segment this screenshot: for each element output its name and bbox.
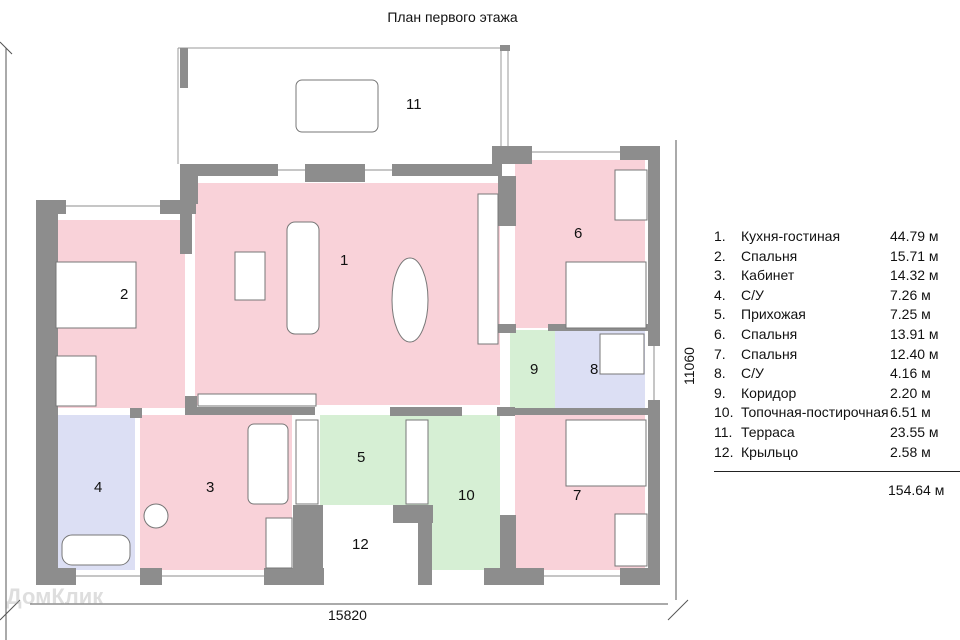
dimension-lines [0, 41, 689, 640]
legend-room-name: Кабинет [741, 267, 795, 284]
width-dimension: 15820 [328, 607, 367, 623]
kitchen-table [391, 257, 429, 343]
desk-2 [55, 355, 97, 407]
desk-3 [265, 517, 293, 569]
room-label-8: 8 [590, 361, 598, 378]
legend-room-name: Топочная-постирочная [741, 404, 889, 421]
legend-row: 10. Топочная-постирочная 6.51 м [714, 403, 960, 423]
legend-room-area: 6.51 м [890, 404, 931, 421]
legend-room-name: Кухня-гостиная [741, 228, 841, 244]
room-labels: 1 2 3 4 5 6 7 8 9 10 11 12 [94, 96, 598, 553]
total-area: 154.64 м [888, 482, 945, 498]
furniture [55, 79, 648, 569]
bed-6 [565, 261, 647, 329]
legend-room-area: 4.16 м [890, 365, 931, 382]
room-label-4: 4 [94, 479, 102, 496]
legend-row: 2. Спальня 15.71 м [714, 247, 960, 267]
legend-room-name: Крыльцо [741, 443, 799, 460]
legend-row: 3. Кабинет 14.32 м [714, 266, 960, 286]
legend-room-area: 7.25 м [890, 306, 931, 323]
wardrobe-5b [405, 419, 429, 505]
room-label-6: 6 [574, 225, 582, 242]
tv-unit [234, 251, 266, 301]
dining-table [295, 79, 379, 133]
legend-row: 12. Крыльцо 2.58 м [714, 443, 960, 463]
legend-number: 1. [714, 228, 726, 244]
legend-row: 5. Прихожая 7.25 м [714, 305, 960, 325]
room-fills [55, 160, 645, 570]
legend-room-area: 23.55 м [890, 423, 939, 440]
height-dimension: 11060 [681, 347, 697, 385]
legend-number: 4. [714, 286, 726, 303]
kitchen-counter [477, 193, 499, 345]
legend-room-name: Спальня [741, 325, 798, 342]
room-label-7: 7 [573, 487, 581, 504]
long-cabinet [197, 393, 317, 407]
plan-title: План первого этажа [387, 9, 518, 25]
room-label-2: 2 [120, 286, 128, 303]
legend-room-name: Спальня [741, 247, 798, 264]
legend-number: 8. [714, 365, 726, 382]
legend-number: 12. [714, 443, 734, 460]
armchair-3 [247, 423, 289, 505]
legend-room-name: Коридор [741, 384, 797, 401]
legend-divider [714, 471, 960, 472]
legend-room-area: 15.71 м [890, 247, 939, 264]
legend-room-area: 12.40 м [890, 345, 939, 362]
wardrobe-5a [295, 419, 319, 505]
legend-number: 7. [714, 345, 726, 362]
room-label-5: 5 [357, 449, 365, 466]
round-table-3 [143, 503, 169, 529]
terrace [177, 45, 510, 164]
legend-room-name: Прихожая [741, 306, 806, 323]
shower [599, 333, 645, 375]
legend-room-name: С/У [741, 286, 764, 303]
desk-6 [614, 169, 648, 221]
legend-number: 10. [714, 404, 734, 421]
room-legend: 1. Кухня-гостиная 44.79 м 2. Спальня 15.… [714, 227, 960, 462]
legend-number: 2. [714, 247, 726, 264]
room-label-11: 11 [406, 96, 422, 113]
legend-room-area: 44.79 м [890, 228, 939, 244]
room-9-fill [510, 330, 555, 410]
legend-row: 11. Терраса 23.55 м [714, 423, 960, 443]
legend-room-name: Терраса [741, 423, 795, 440]
legend-number: 9. [714, 384, 726, 401]
room-label-12: 12 [352, 536, 369, 553]
legend-room-area: 13.91 м [890, 325, 939, 342]
legend-number: 11. [714, 423, 733, 440]
bathtub [61, 534, 131, 566]
legend-row: 6. Спальня 13.91 м [714, 325, 960, 345]
legend-room-area: 14.32 м [890, 267, 939, 284]
legend-number: 3. [714, 267, 726, 284]
legend-room-area: 2.20 м [890, 384, 931, 401]
legend-row: 4. С/У 7.26 м [714, 286, 960, 306]
legend-room-name: Спальня [741, 345, 798, 362]
bed-7 [565, 419, 647, 487]
desk-7 [614, 513, 648, 567]
windows [66, 151, 655, 577]
legend-row: 9. Коридор 2.20 м [714, 384, 960, 404]
room-label-3: 3 [206, 479, 214, 496]
legend-room-area: 7.26 м [890, 286, 931, 303]
room-label-10: 10 [458, 487, 475, 504]
legend-room-name: С/У [741, 365, 764, 382]
legend-row: 8. С/У 4.16 м [714, 364, 960, 384]
sofa [286, 221, 320, 335]
bed-2 [55, 261, 137, 329]
legend-number: 6. [714, 325, 726, 342]
watermark-logo: ДомКлик [6, 584, 104, 609]
room-10-fill [430, 415, 500, 570]
legend-row: 1. Кухня-гостиная 44.79 м [714, 227, 960, 247]
room-label-9: 9 [530, 361, 538, 378]
legend-room-area: 2.58 м [890, 443, 931, 460]
room-label-1: 1 [340, 252, 348, 269]
legend-number: 5. [714, 306, 726, 323]
legend-row: 7. Спальня 12.40 м [714, 345, 960, 365]
